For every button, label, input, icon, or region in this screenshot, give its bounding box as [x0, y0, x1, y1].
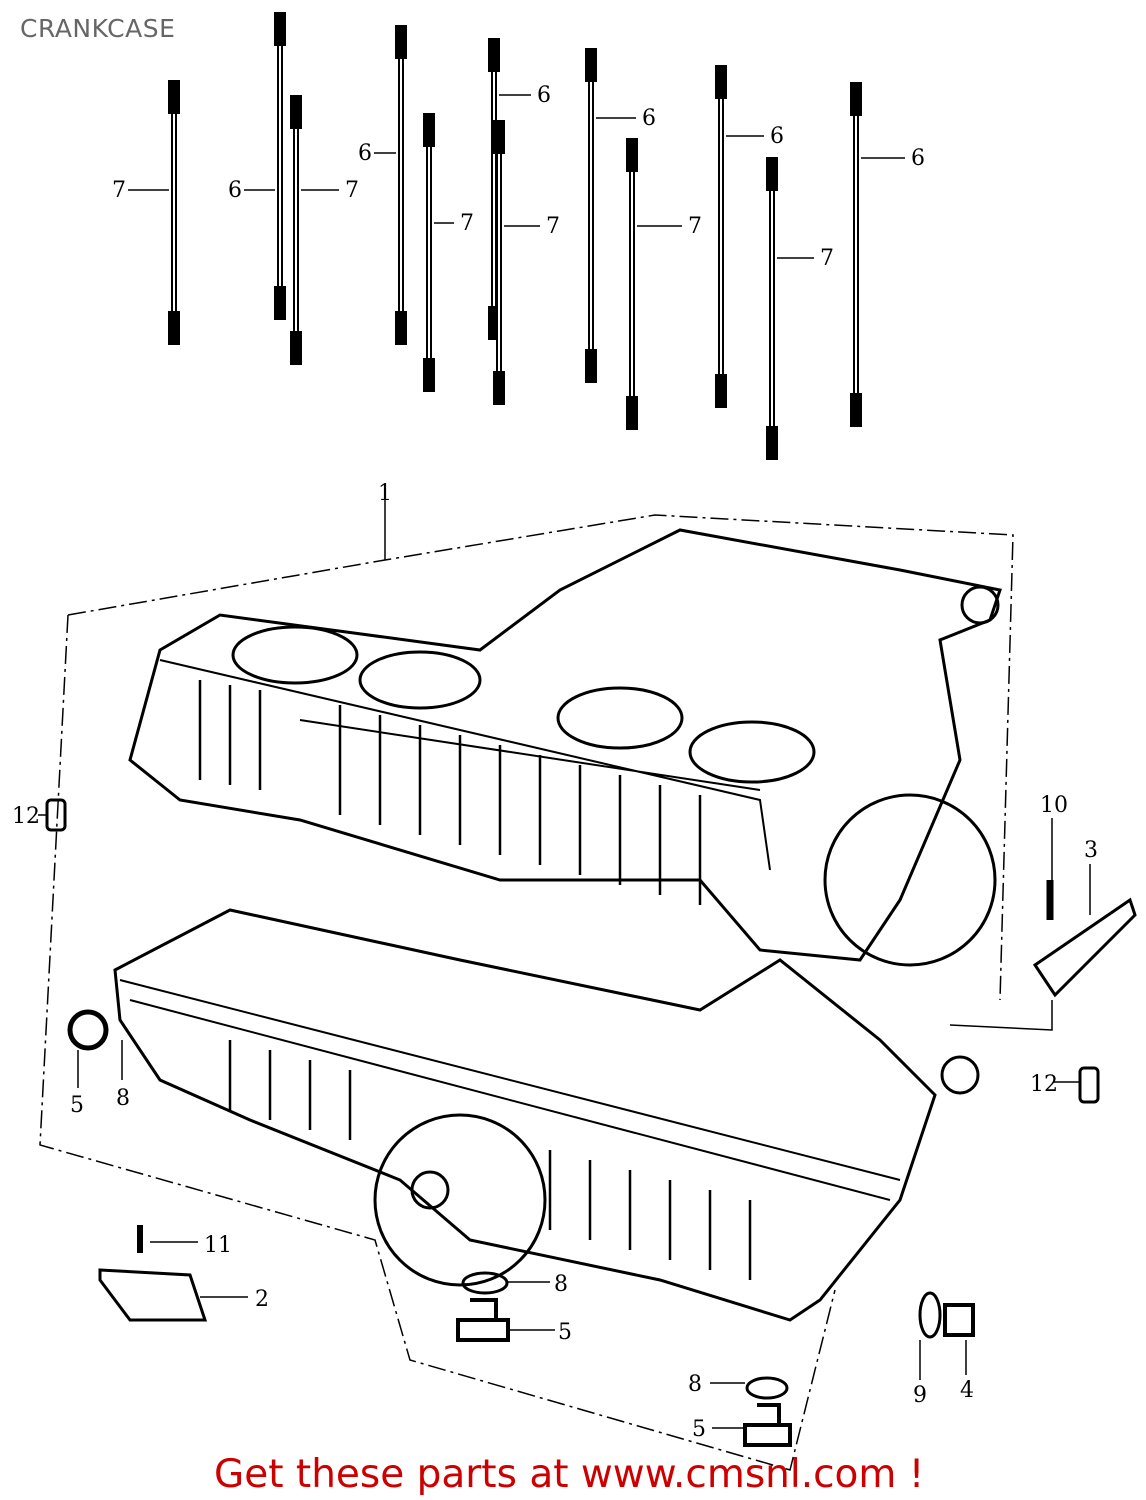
stud-callout-number: 6 [770, 124, 784, 149]
part-callout-number: 12 [12, 804, 40, 829]
part-callout-number: 3 [1084, 838, 1098, 863]
part-callout-number: 8 [116, 1086, 130, 1111]
callout-leaders [38, 814, 1091, 1429]
assembly-outline [39, 614, 836, 1471]
diagram-title: CRANKCASE [20, 14, 176, 43]
shop-link-banner[interactable]: Get these parts at www.cmsnl.com ! [214, 1452, 925, 1497]
dowel-pin [45, 798, 67, 832]
cap [943, 1303, 975, 1337]
stud-bolt: 6 [850, 82, 925, 427]
stud-bolt: 7 [290, 95, 359, 365]
part-callout-number: 8 [688, 1372, 702, 1397]
lower-crankcase [113, 908, 937, 1322]
part-callout-number: 10 [1040, 793, 1068, 818]
stud-bolt: 6 [715, 65, 784, 408]
part-callout-number: 5 [692, 1417, 706, 1442]
stud-callout-number: 6 [537, 83, 551, 108]
stud-callout-number: 7 [688, 214, 702, 239]
part-callout-number: 2 [255, 1287, 269, 1312]
part-callout-number: 4 [960, 1378, 974, 1403]
part-callout-number: 8 [554, 1272, 568, 1297]
o-ring [918, 1291, 942, 1339]
stud-bolts: 7 6 7 6 7 6 7 6 7 6 7 6 [112, 12, 925, 460]
crankcase-assembly [39, 500, 1137, 1471]
oil-pressure-switch-bracket [1032, 897, 1137, 998]
part-callout-number: 11 [204, 1233, 232, 1258]
stud-bolt: 7 [112, 80, 180, 345]
assembly-outline [67, 514, 1014, 1001]
stud-bolt: 7 [493, 120, 560, 405]
stud-bolt: 6 [228, 12, 286, 320]
stud-callout-number: 7 [345, 178, 359, 203]
stud-bolt: 7 [766, 157, 834, 460]
part-callout-number: 5 [558, 1320, 572, 1345]
plug-bolt [67, 1009, 109, 1051]
stud-bolt: 6 [358, 25, 407, 345]
o-ring [461, 1271, 509, 1295]
stud-callout-number: 6 [358, 141, 372, 166]
stud-callout-number: 6 [911, 146, 925, 171]
neutral-switch-bracket [98, 1268, 208, 1322]
stud-bolt: 6 [585, 48, 656, 383]
part-callout-number: 5 [70, 1093, 84, 1118]
upper-crankcase [128, 528, 1002, 962]
stud-callout-number: 6 [228, 178, 242, 203]
stud-callout-number: 7 [460, 211, 474, 236]
part-callout-number: 1 [378, 481, 392, 506]
stud-callout-number: 7 [112, 178, 126, 203]
part-callout-number: 12 [1030, 1072, 1058, 1097]
part-callout-number: 9 [913, 1383, 927, 1408]
dowel-pin [1078, 1066, 1100, 1104]
drain-bolt [743, 1403, 792, 1447]
stud-callout-number: 6 [642, 106, 656, 131]
stud-callout-number: 7 [820, 246, 834, 271]
stud-bolt: 7 [626, 138, 702, 430]
o-ring [745, 1376, 789, 1400]
stud-bolt: 7 [423, 113, 474, 392]
stud-callout-number: 7 [546, 214, 560, 239]
drain-bolt [456, 1298, 510, 1342]
